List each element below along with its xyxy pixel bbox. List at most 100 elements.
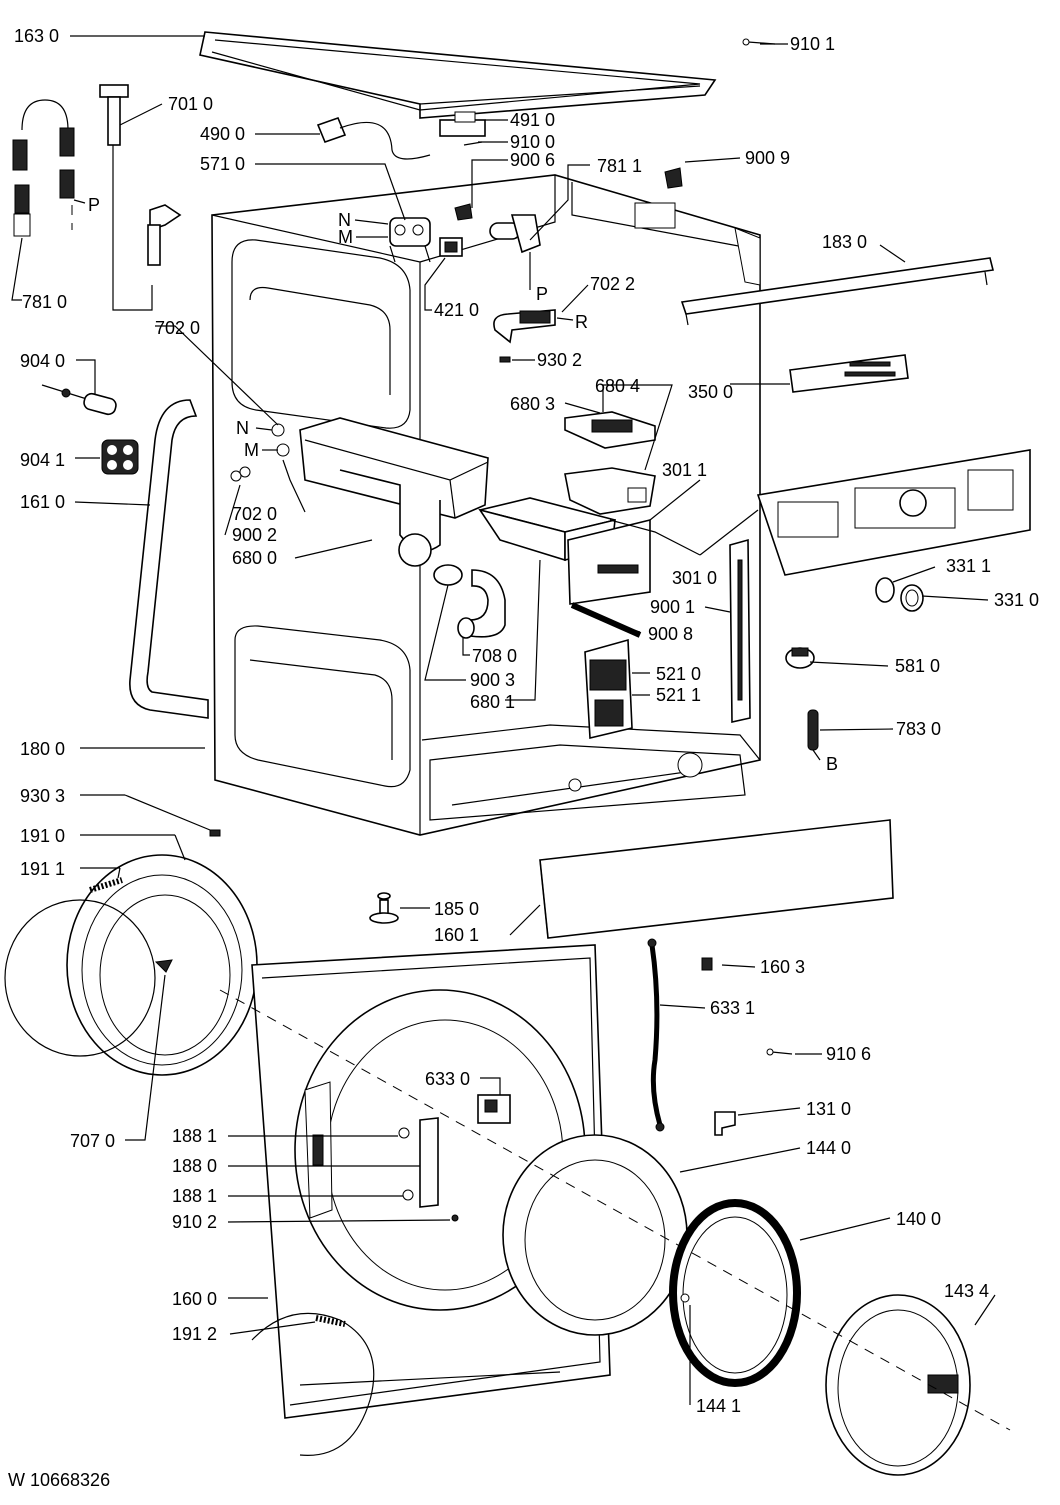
- label-180-0: 180 0: [20, 739, 65, 759]
- label-680-4: 680 4: [595, 376, 640, 396]
- hose-708-0-part: [433, 564, 506, 639]
- knob-331-1-part: [875, 577, 895, 603]
- document-code: W 10668326: [8, 1470, 110, 1490]
- part-421-0-part: [439, 237, 463, 257]
- hose-702-2-part: [493, 309, 556, 344]
- pressure-switch-581-0-part: [785, 647, 815, 669]
- label-781-0: 781 0: [22, 292, 67, 312]
- label-581-0: 581 0: [895, 656, 940, 676]
- door-lock-633-0-part: [477, 1094, 511, 1124]
- spring-hose-781-0-part: [12, 99, 75, 237]
- label-521-1: 521 1: [656, 685, 701, 705]
- label-900-9: 900 9: [745, 148, 790, 168]
- label-331-1: 331 1: [946, 556, 991, 576]
- label-188-0: 188 0: [172, 1156, 217, 1176]
- label-161-0: 161 0: [20, 492, 65, 512]
- label-160-1: 160 1: [434, 925, 479, 945]
- label-188-1-bottom: 188 1: [172, 1186, 217, 1206]
- label-331-0: 331 0: [994, 590, 1039, 610]
- part-930-3-part: [209, 829, 221, 837]
- valve-701-0-part: [99, 84, 182, 311]
- front-panel-160-0-part: [251, 944, 611, 1419]
- label-163-0: 163 0: [14, 26, 59, 46]
- filter-491-0-part: [439, 111, 486, 146]
- bracket-900-1-part: [729, 538, 751, 723]
- front-panel-301-0-part: [756, 449, 1031, 576]
- leader-lines: [11, 35, 996, 1405]
- label-930-3: 930 3: [20, 786, 65, 806]
- tray-301-1-part: [478, 497, 651, 605]
- label-188-1-top: 188 1: [172, 1126, 217, 1146]
- label-491-0: 491 0: [510, 110, 555, 130]
- label-301-1: 301 1: [662, 460, 707, 480]
- label-707-0: 707 0: [70, 1131, 115, 1151]
- part-160-3-part: [701, 957, 713, 971]
- label-904-0: 904 0: [20, 351, 65, 371]
- label-421-0: 421 0: [434, 300, 479, 320]
- label-160-3: 160 3: [760, 957, 805, 977]
- spring-191-2-part: [251, 1312, 375, 1456]
- bar-183-0-part: [680, 257, 994, 326]
- strap-900-8-part: [570, 602, 642, 638]
- solenoid-valve-571-0-part: [389, 217, 431, 263]
- label-131-0: 131 0: [806, 1099, 851, 1119]
- label-p-1: P: [88, 195, 100, 215]
- part-904-0-part: [41, 384, 117, 416]
- label-144-1: 144 1: [696, 1396, 741, 1416]
- label-160-0: 160 0: [172, 1289, 217, 1309]
- label-900-8: 900 8: [648, 624, 693, 644]
- top-lid-part: [199, 31, 717, 119]
- spring-191-1-part: [4, 877, 156, 1057]
- label-m-1: M: [338, 227, 353, 247]
- label-633-1: 633 1: [710, 998, 755, 1018]
- screw-910-6-part: [766, 1048, 793, 1056]
- label-783-0: 783 0: [896, 719, 941, 739]
- label-702-0-mid: 702 0: [232, 504, 277, 524]
- clip-900-6-part: [454, 203, 473, 221]
- label-521-0: 521 0: [656, 664, 701, 684]
- part-783-0-part: [807, 709, 819, 751]
- label-900-2: 900 2: [232, 525, 277, 545]
- label-910-0: 910 0: [510, 132, 555, 152]
- clip-900-9-part: [664, 167, 683, 189]
- knob-331-0-part: [900, 584, 924, 612]
- label-490-0: 490 0: [200, 124, 245, 144]
- drawer-680-3-part: [564, 411, 656, 449]
- door-ring-144-0-part: [502, 1134, 688, 1336]
- cable-490-0-part: [316, 116, 431, 160]
- label-701-0: 701 0: [168, 94, 213, 114]
- dispenser-housing-680-0-part: [230, 417, 489, 567]
- part-930-2-part: [499, 356, 511, 363]
- kick-panel-160-1-part: [539, 819, 894, 939]
- label-140-0: 140 0: [896, 1209, 941, 1229]
- door-glass-140-0-part: [669, 1199, 801, 1387]
- hose-781-1-part: [489, 214, 541, 254]
- label-781-1: 781 1: [597, 156, 642, 176]
- label-191-2: 191 2: [172, 1324, 217, 1344]
- label-183-0: 183 0: [822, 232, 867, 252]
- door-outer-143-4-part: [825, 1294, 971, 1476]
- door-seal-191-0-part: [66, 854, 258, 1076]
- label-904-1: 904 1: [20, 450, 65, 470]
- part-904-1-part: [101, 439, 139, 475]
- hinge-188-0-part: [398, 1127, 459, 1222]
- label-571-0: 571 0: [200, 154, 245, 174]
- label-191-1: 191 1: [20, 859, 65, 879]
- label-191-0: 191 0: [20, 826, 65, 846]
- label-708-0: 708 0: [472, 646, 517, 666]
- label-680-0: 680 0: [232, 548, 277, 568]
- frame-rail-161-part: [129, 399, 209, 719]
- label-702-0-top: 702 0: [155, 318, 200, 338]
- label-b: B: [826, 754, 838, 774]
- label-702-2: 702 2: [590, 274, 635, 294]
- label-144-0: 144 0: [806, 1138, 851, 1158]
- label-n-1: N: [338, 210, 351, 230]
- label-900-1: 900 1: [650, 597, 695, 617]
- assembly-axis: [219, 989, 1011, 1431]
- foot-185-0-part: [369, 892, 399, 924]
- label-910-2: 910 2: [172, 1212, 217, 1232]
- label-900-3: 900 3: [470, 670, 515, 690]
- label-185-0: 185 0: [434, 899, 479, 919]
